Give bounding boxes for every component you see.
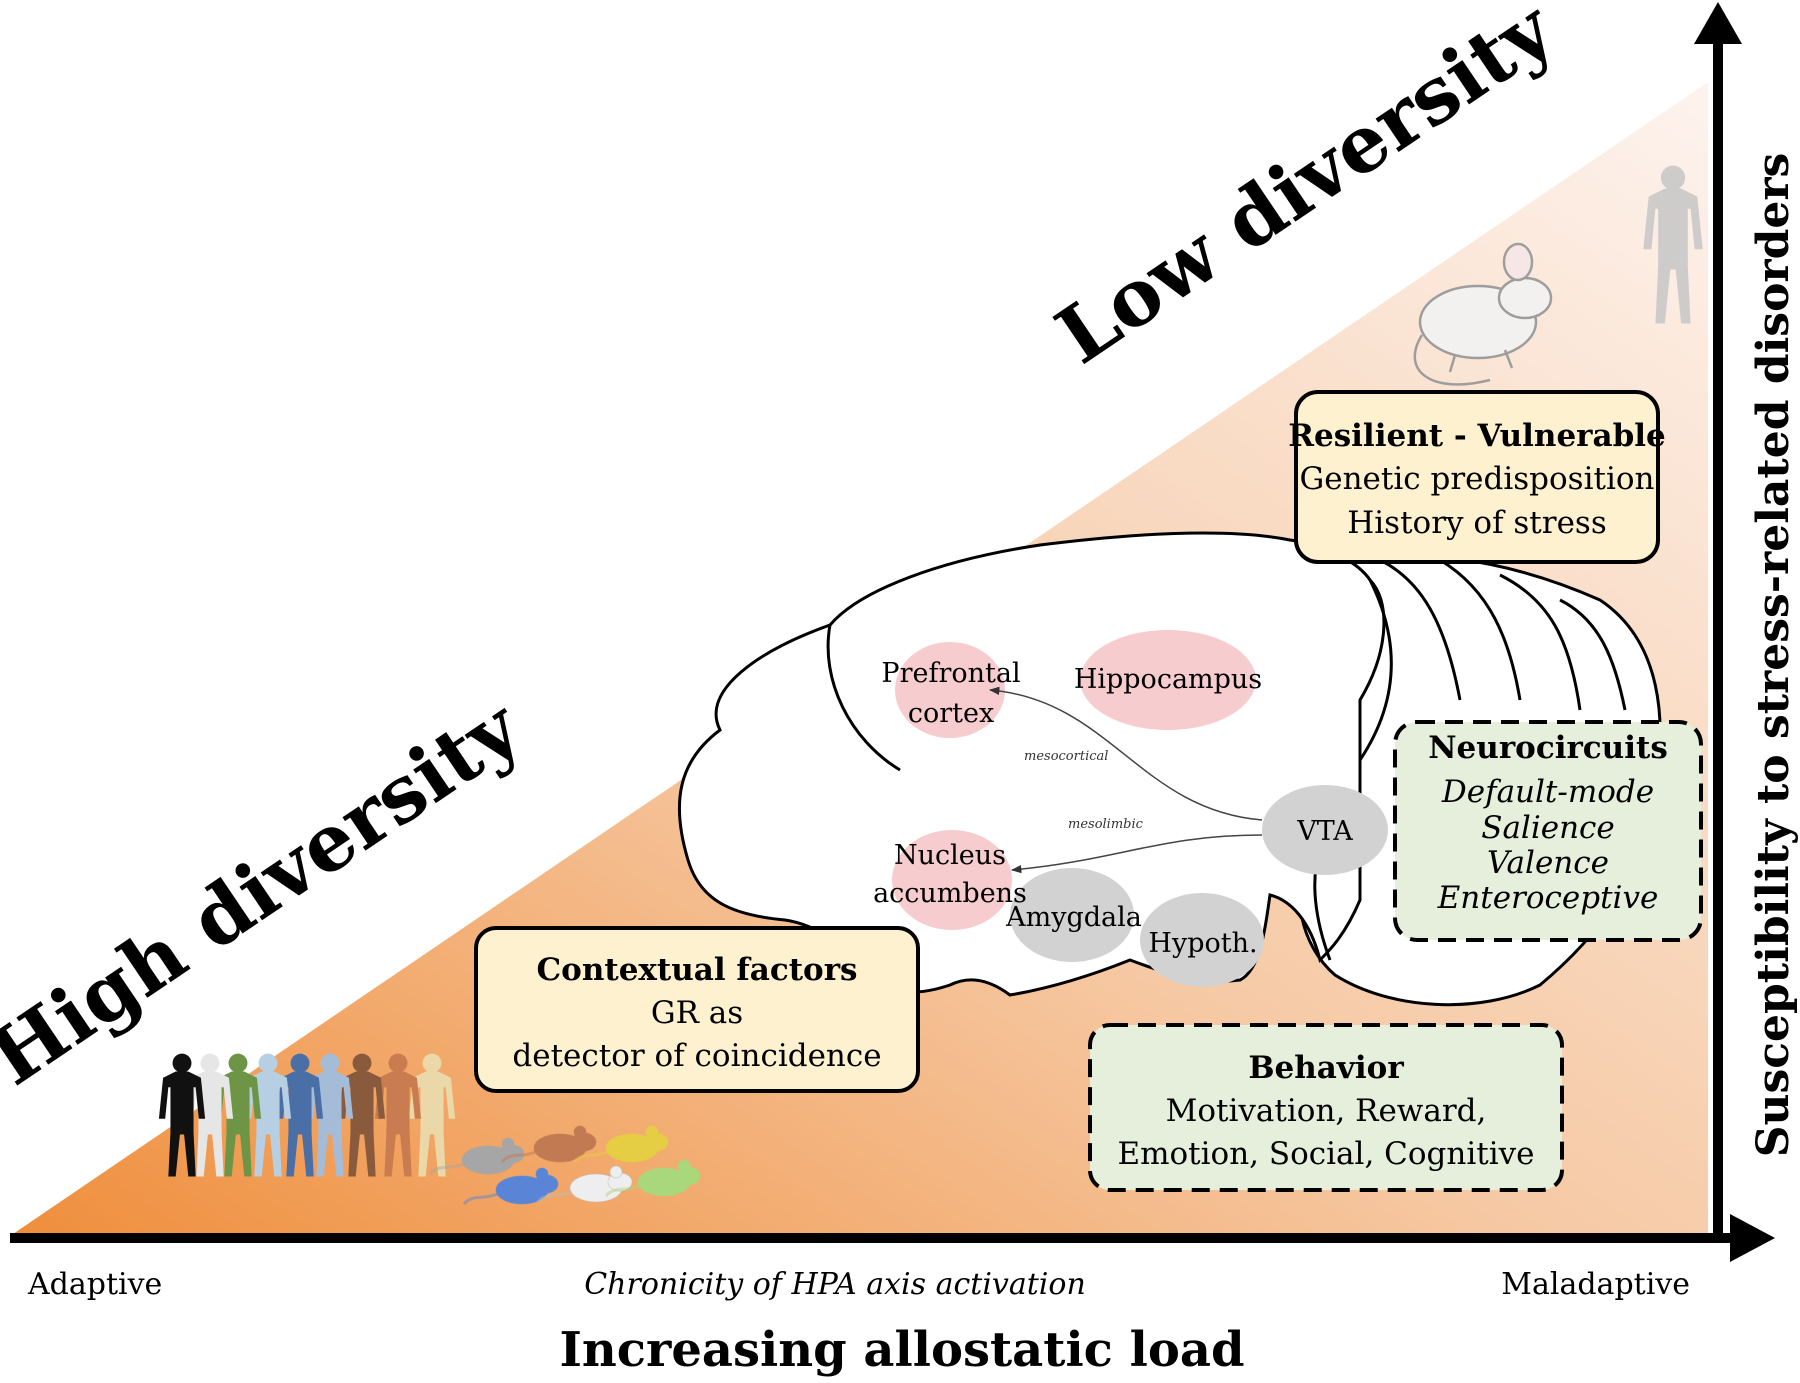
behavior-line-1: Motivation, Reward, xyxy=(1166,1093,1487,1129)
behavior-line-2: Emotion, Social, Cognitive xyxy=(1117,1136,1534,1172)
nucleus-label-1: Nucleus xyxy=(894,840,1006,871)
hypothalamus-region xyxy=(1140,893,1264,987)
x-axis-arrowhead xyxy=(1730,1214,1775,1262)
vta-label: VTA xyxy=(1296,816,1353,847)
contextual-factors-box: Contextual factors GR as detector of coi… xyxy=(474,926,920,1093)
behavior-box: Behavior Motivation, Reward, Emotion, So… xyxy=(1088,1023,1564,1192)
neurocircuits-title: Neurocircuits xyxy=(1428,730,1668,766)
mesolimbic-label: mesolimbic xyxy=(1068,817,1144,832)
neurocircuits-line-2: Salience xyxy=(1481,810,1615,846)
adaptive-label: Adaptive xyxy=(27,1267,162,1302)
mesocortical-label: mesocortical xyxy=(1024,749,1108,764)
mesocortical-pathway-arrow xyxy=(988,686,1263,821)
hpa-chronicity-label: Chronicity of HPA axis activation xyxy=(584,1267,1086,1302)
contextual-line-1: GR as xyxy=(651,995,743,1031)
prefrontal-label-1: Prefrontal xyxy=(881,658,1020,689)
neurocircuits-line-4: Enteroceptive xyxy=(1437,880,1659,916)
hypothalamus-label: Hypoth. xyxy=(1148,928,1257,959)
hippocampus-label: Hippocampus xyxy=(1074,664,1262,695)
amygdala-label: Amygdala xyxy=(1005,902,1142,933)
resilient-title: Resilient - Vulnerable xyxy=(1288,418,1666,454)
neurocircuits-box: Neurocircuits Default-mode Salience Vale… xyxy=(1393,720,1703,942)
nucleus-label-2: accumbens xyxy=(873,878,1027,909)
hippocampus-region xyxy=(1080,630,1256,730)
resilient-vulnerable-box: Resilient - Vulnerable Genetic predispos… xyxy=(1288,390,1666,564)
mouse-icon xyxy=(1413,242,1553,386)
y-axis-title: Susceptibility to stress-related disorde… xyxy=(1748,153,1799,1158)
y-axis-arrowhead xyxy=(1694,2,1742,44)
neurocircuits-line-1: Default-mode xyxy=(1441,774,1654,810)
contextual-line-2: detector of coincidence xyxy=(512,1038,881,1074)
resilient-line-2: History of stress xyxy=(1347,505,1607,541)
maladaptive-label: Maladaptive xyxy=(1501,1267,1690,1302)
prefrontal-label-2: cortex xyxy=(908,698,994,729)
resilient-line-1: Genetic predisposition xyxy=(1299,461,1654,497)
neurocircuits-line-3: Valence xyxy=(1487,845,1609,881)
vta-region xyxy=(1262,785,1388,875)
prefrontal-region xyxy=(895,642,1005,738)
contextual-title: Contextual factors xyxy=(536,952,857,988)
behavior-title: Behavior xyxy=(1248,1050,1404,1086)
nucleus-accumbens-region xyxy=(892,830,1012,930)
amygdala-region xyxy=(1010,868,1134,962)
x-axis-title: Increasing allostatic load xyxy=(559,1322,1244,1378)
mesolimbic-pathway-arrow xyxy=(1010,834,1263,874)
